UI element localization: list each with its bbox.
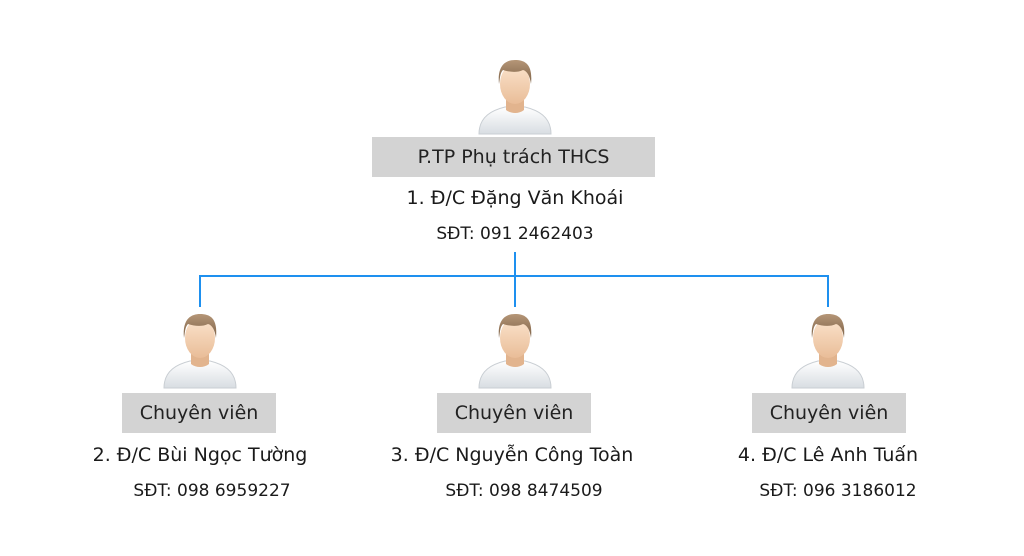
staff-title-label: Chuyên viên: [437, 393, 591, 433]
head-phone: SĐT: 091 2462403: [436, 224, 594, 244]
connector-line: [514, 275, 516, 307]
staff-phone: SĐT: 098 8474509: [445, 481, 603, 501]
connector-line: [514, 252, 516, 278]
head-name: 1. Đ/C Đặng Văn Khoái: [406, 187, 624, 209]
connector-line: [827, 275, 829, 307]
person-avatar-icon: [788, 308, 868, 390]
staff-phone: SĐT: 096 3186012: [759, 481, 917, 501]
person-avatar-icon: [160, 308, 240, 390]
connector-line: [199, 275, 201, 307]
staff-title-label: Chuyên viên: [752, 393, 906, 433]
person-avatar-icon: [475, 308, 555, 390]
staff-name: 3. Đ/C Nguyễn Công Toàn: [390, 444, 634, 466]
staff-name: 2. Đ/C Bùi Ngọc Tường: [92, 444, 308, 466]
person-avatar-icon: [475, 54, 555, 136]
staff-title-label: Chuyên viên: [122, 393, 276, 433]
staff-name: 4. Đ/C Lê Anh Tuấn: [737, 444, 919, 466]
head-title-label: P.TP Phụ trách THCS: [372, 137, 655, 177]
staff-phone: SĐT: 098 6959227: [133, 481, 291, 501]
